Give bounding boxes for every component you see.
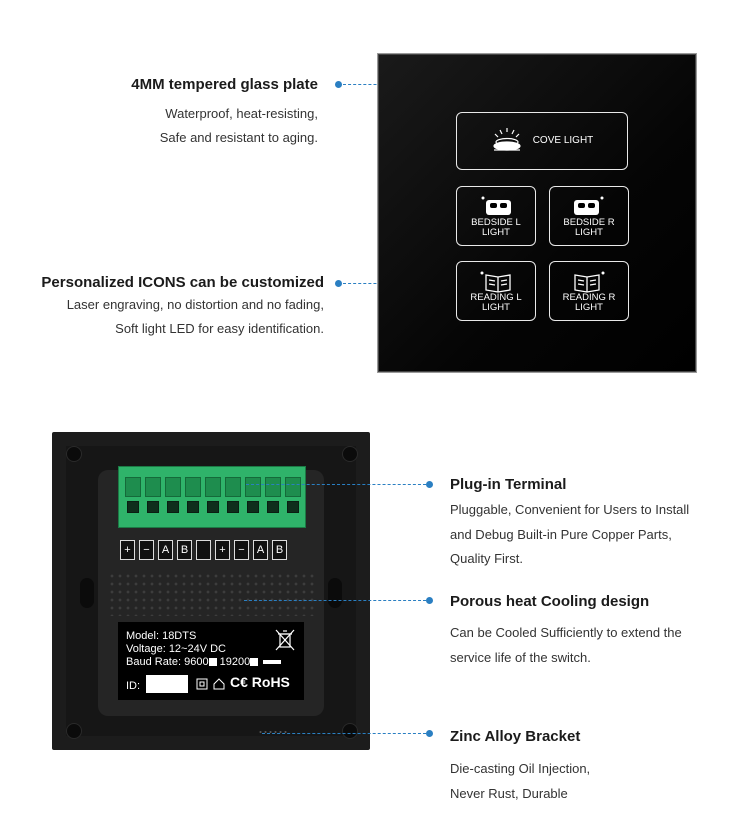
bracket-rivets [258,730,288,734]
terminal-hole [227,501,239,513]
terminal-line-2: and Debug Built-in Pure Copper Parts, [450,527,672,542]
cooling-callout-dot [426,597,433,604]
bed-icon [572,194,606,218]
terminal-screw [225,477,241,497]
terminal-title: Plug-in Terminal [450,476,567,493]
pin-label: + [120,540,135,560]
key-bedside-l-label-1: BEDSIDE L [471,217,521,228]
key-cove-light-label: COVE LIGHT [532,135,594,146]
weee-bin-icon [274,628,296,656]
product-label: Model: 18DTS Voltage: 12~24V DC Baud Rat… [118,622,304,700]
cooling-title: Porous heat Cooling design [450,593,650,610]
cooling-vents [108,572,314,616]
icons-title: Personalized ICONS can be customized [41,274,324,291]
key-bedside-r[interactable]: BEDSIDE R LIGHT [549,186,629,246]
terminal-screw [125,477,141,497]
pin-label: A [253,540,268,560]
checkbox-9600 [208,658,217,667]
terminal-callout-dot [426,481,433,488]
book-icon [571,269,607,293]
screw-hole [342,723,358,739]
key-reading-l-label-2: LIGHT [482,302,510,313]
terminal-hole [167,501,179,513]
label-bar [263,660,282,665]
glass-plate-line-2: Safe and resistant to aging. [159,130,318,145]
terminal-screw [265,477,281,497]
key-bedside-r-label-2: LIGHT [575,227,603,238]
key-bedside-r-label-1: BEDSIDE R [563,217,615,228]
id-label: ID: [126,680,141,692]
glass-plate: COVE LIGHT BEDSIDE L LIGHT BEDSIDE R LIG… [377,53,697,373]
terminal-pin-labels: + − A B + − A B [120,540,287,562]
terminal-screw [185,477,201,497]
key-reading-r-label-2: LIGHT [575,302,603,313]
cooling-line-1: Can be Cooled Sufficiently to extend the [450,625,682,640]
pin-label: A [158,540,173,560]
bracket-line-1: Die-casting Oil Injection, [450,761,591,776]
mount-slot [328,578,342,608]
square-box-icon [196,678,208,694]
baud-rate-row: Baud Rate: 9600 19200 [126,656,282,669]
terminal-hole [187,501,199,513]
key-reading-l-label-1: READING L [470,292,522,303]
glass-plate-title: 4MM tempered glass plate [131,76,318,93]
ce-rohs-mark: C€ RoHS [230,674,290,690]
ceiling-lamp-icon [491,126,523,156]
icons-line-1: Laser engraving, no distortion and no fa… [66,297,324,312]
cooling-line-2: service life of the switch. [450,650,591,665]
terminal-hole [267,501,279,513]
terminal-screw [285,477,301,497]
glass-plate-line-1: Waterproof, heat-resisting, [165,106,318,121]
voltage-text: Voltage: 12~24V DC [126,643,226,655]
terminal-screw [205,477,221,497]
pin-label: − [234,540,249,560]
bracket-line-2: Never Rust, Durable [450,786,568,801]
terminal-hole [207,501,219,513]
terminal-hole [287,501,299,513]
glass-callout-dot [335,81,342,88]
terminal-screw [245,477,261,497]
terminal-callout-leader [246,484,426,485]
pin-label: − [139,540,154,560]
bracket-callout-leader [262,733,426,734]
icons-callout-dot [335,280,342,287]
key-bedside-l-label-2: LIGHT [482,227,510,238]
key-bedside-l[interactable]: BEDSIDE L LIGHT [456,186,536,246]
id-field [146,675,188,693]
model-text: Model: 18DTS [126,630,197,642]
mount-slot [80,578,94,608]
screw-hole [66,446,82,462]
screw-hole [66,723,82,739]
baud-19200-text: 19200 [219,656,251,668]
bracket-callout-dot [426,730,433,737]
key-cove-light[interactable]: COVE LIGHT [456,112,628,170]
key-reading-l[interactable]: READING L LIGHT [456,261,536,321]
checkbox-19200 [250,658,259,667]
house-icon [212,677,226,695]
terminal-screw [165,477,181,497]
baud-rate-text: Baud Rate: 9600 [126,656,209,668]
pin-label: + [215,540,230,560]
key-reading-r[interactable]: READING R LIGHT [549,261,629,321]
terminal-line-3: Quality First. [450,551,523,566]
cooling-callout-leader [244,600,426,601]
terminal-line-1: Pluggable, Convenient for Users to Insta… [450,502,690,517]
terminal-hole [147,501,159,513]
bed-icon [479,194,513,218]
icons-line-2: Soft light LED for easy identification. [115,321,324,336]
terminal-screw [145,477,161,497]
bracket-title: Zinc Alloy Bracket [450,728,581,745]
key-reading-r-label-1: READING R [562,292,616,303]
terminal-hole [247,501,259,513]
pin-label [196,540,211,560]
pin-label: B [272,540,287,560]
terminal-hole [127,501,139,513]
plug-in-terminal[interactable] [118,466,306,528]
pin-label: B [177,540,192,560]
screw-hole [342,446,358,462]
book-icon [478,269,514,293]
